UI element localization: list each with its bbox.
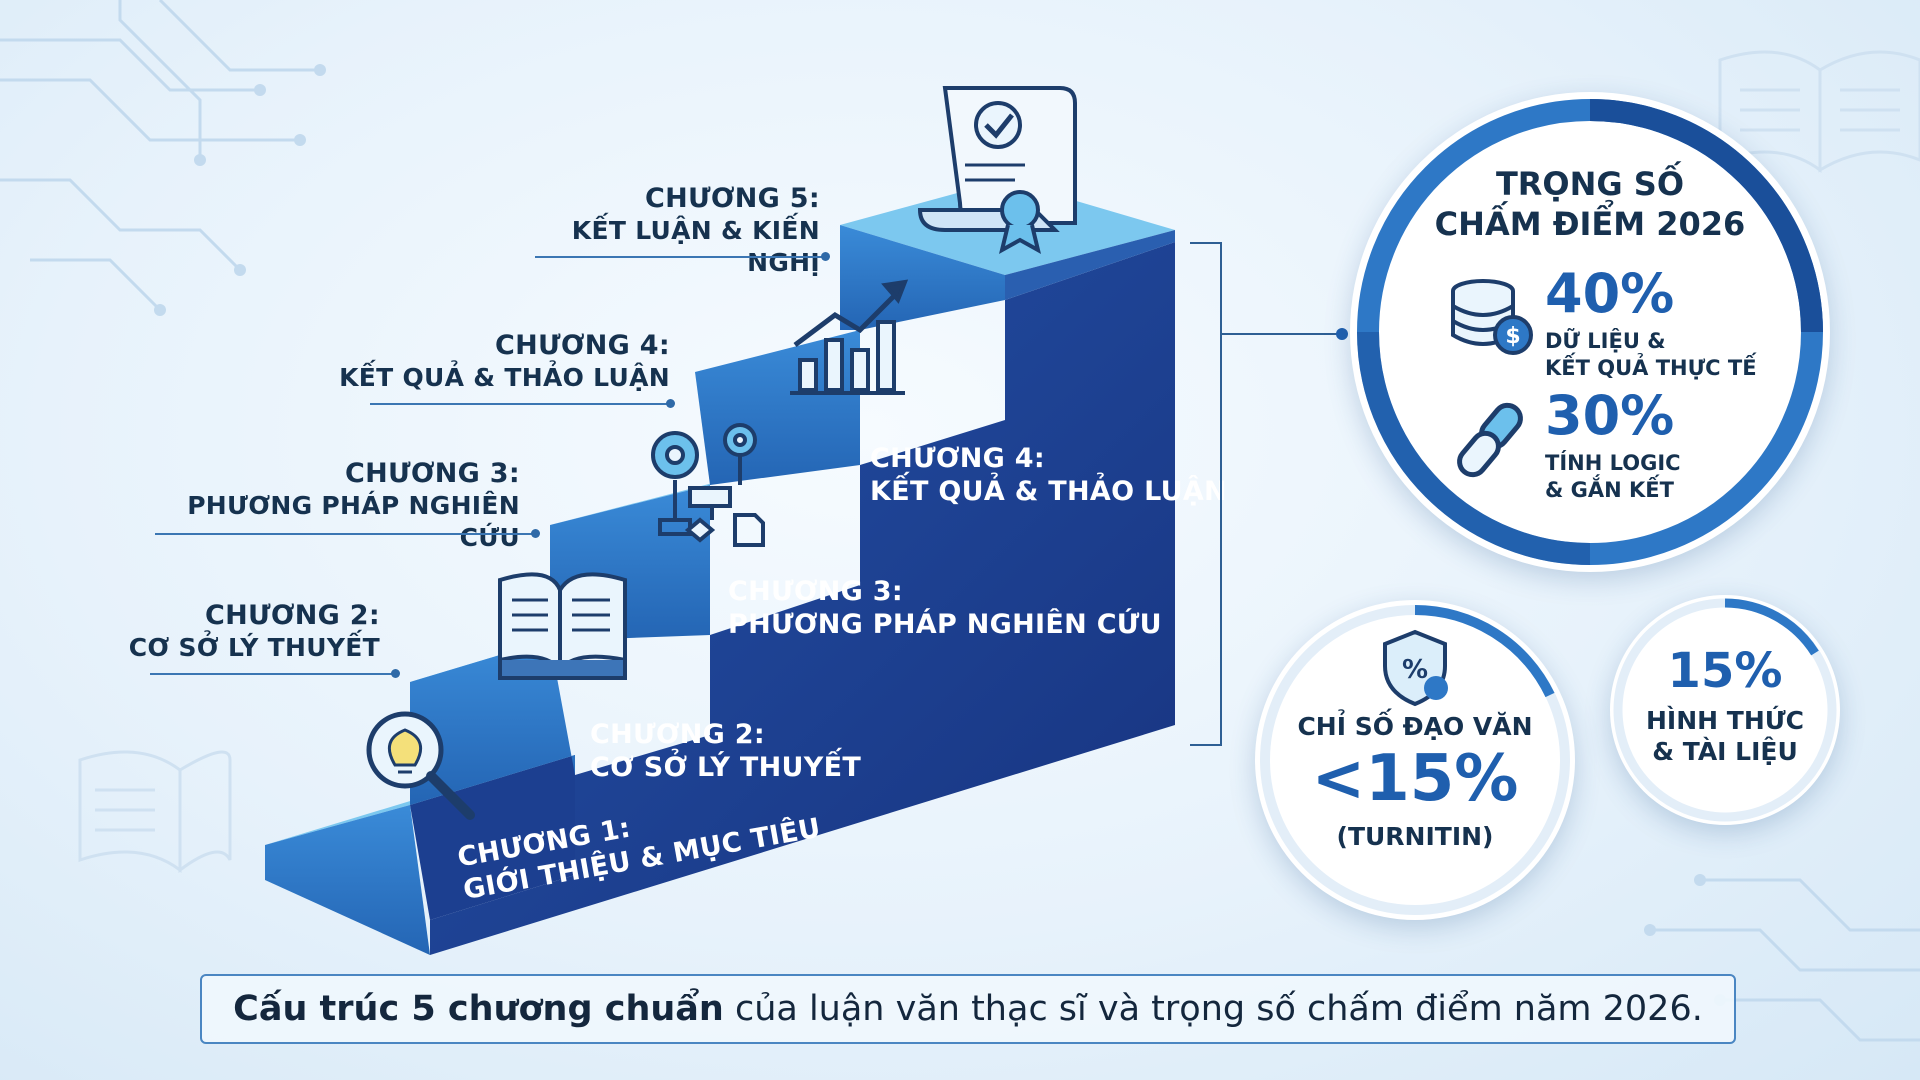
front-label-chapter-4: CHƯƠNG 4: KẾT QUẢ & THẢO LUẬN (870, 442, 1227, 508)
database-dollar-icon: $ (1451, 279, 1533, 355)
weight-line2: & GẮN KẾT (1545, 478, 1674, 502)
gears-flowchart-icon (651, 423, 765, 547)
front-label-chapter-3: CHƯƠNG 3: PHƯƠNG PHÁP NGHIÊN CỨU (728, 575, 1162, 641)
weighting-title: TRỌNG SỐ CHẤM ĐIỂM 2026 (1350, 164, 1830, 244)
svg-text:$: $ (1505, 324, 1520, 349)
chain-link-icon (1457, 402, 1523, 478)
side-label-chapter-3: CHƯƠNG 3: PHƯƠNG PHÁP NGHIÊN CỨU (130, 458, 520, 554)
weight-line2: KẾT QUẢ THỰC TẾ (1545, 356, 1757, 380)
weight-item-logic-percent: 30% (1545, 384, 1675, 447)
leader-line (535, 256, 825, 258)
leader-dot (821, 252, 830, 261)
chapter-title: PHƯƠNG PHÁP NGHIÊN CỨU (187, 491, 520, 552)
chapter-title: KẾT QUẢ & THẢO LUẬN (870, 476, 1227, 507)
plagiarism-value: <15% (1311, 742, 1519, 816)
lightbulb-magnifier-icon (366, 711, 475, 820)
chapter-number: CHƯƠNG 3: (345, 458, 520, 489)
connector-dot (1336, 328, 1348, 340)
weighting-title-line1: TRỌNG SỐ (1495, 165, 1685, 203)
step-2-front (410, 640, 575, 805)
chapter-title: KẾT QUẢ & THẢO LUẬN (339, 363, 670, 392)
weight-line1: TÍNH LOGIC (1545, 451, 1681, 475)
plagiarism-circle: % CHỈ SỐ ĐẠO VĂN <15% (TURNITIN) (1255, 600, 1575, 920)
chapter-number: CHƯƠNG 3: (728, 576, 903, 607)
weight-item-data-label: DỮ LIỆU & KẾT QUẢ THỰC TẾ (1545, 328, 1757, 382)
chapter-title: CƠ SỞ LÝ THUYẾT (128, 633, 380, 662)
weighting-circle: TRỌNG SỐ CHẤM ĐIỂM 2026 $ 40% DỮ LIỆU & … (1350, 92, 1830, 572)
chapter-number: CHƯƠNG 2: (590, 719, 765, 750)
leader-line (150, 673, 395, 675)
caption-bold: Cấu trúc 5 chương chuẩn (233, 989, 724, 1029)
chapter-title: KẾT LUẬN & KIẾN NGHỊ (571, 216, 820, 277)
weighting-ring (1357, 99, 1823, 565)
weighting-title-line2: CHẤM ĐIỂM 2026 (1434, 205, 1746, 243)
step-5-front (840, 225, 1005, 330)
connector-line (1220, 333, 1340, 335)
leader-line (370, 403, 670, 405)
chapter-title: PHƯƠNG PHÁP NGHIÊN CỨU (728, 609, 1162, 640)
faint-book-icon (78, 750, 232, 873)
chapter-number: CHƯƠNG 5: (645, 183, 820, 214)
chapter-number: CHƯƠNG 4: (495, 330, 670, 361)
plagiarism-label: CHỈ SỐ ĐẠO VĂN (1297, 712, 1533, 741)
grouping-bracket (1190, 242, 1222, 746)
leader-dot (531, 529, 540, 538)
staircase-side-wall (430, 242, 1175, 955)
chapter-title: CƠ SỞ LÝ THUYẾT (590, 752, 862, 783)
leader-dot (391, 669, 400, 678)
weight-line1: DỮ LIỆU & (1545, 329, 1666, 353)
caption-rest: của luận văn thạc sĩ và trọng số chấm đi… (723, 989, 1703, 1029)
format-line2: & TÀI LIỆU (1652, 737, 1798, 766)
leader-line (155, 533, 535, 535)
format-circle: 15% HÌNH THỨC & TÀI LIỆU (1610, 595, 1840, 825)
certificate-icon (917, 86, 1077, 254)
chapter-number: CHƯƠNG 4: (870, 443, 1045, 474)
format-line1: HÌNH THỨC (1646, 706, 1804, 735)
open-book-icon (498, 572, 627, 680)
side-label-chapter-5: CHƯƠNG 5: KẾT LUẬN & KIẾN NGHỊ (490, 183, 820, 279)
plagiarism-tool: (TURNITIN) (1336, 822, 1494, 851)
shield-percent-icon: % (1383, 629, 1448, 707)
plagiarism-ring (1260, 605, 1570, 915)
side-label-chapter-2: CHƯƠNG 2: CƠ SỞ LÝ THUYẾT (120, 600, 380, 664)
format-label: HÌNH THỨC & TÀI LIỆU (1610, 705, 1840, 767)
chapter-number: CHƯƠNG 2: (205, 600, 380, 631)
svg-text:%: % (1402, 655, 1428, 685)
growth-chart-icon (790, 279, 909, 395)
leader-dot (666, 399, 675, 408)
step-1-front (265, 805, 430, 955)
format-percent: 15% (1667, 643, 1783, 699)
front-label-chapter-2: CHƯƠNG 2: CƠ SỞ LÝ THUYẾT (590, 718, 861, 784)
side-label-chapter-4: CHƯƠNG 4: KẾT QUẢ & THẢO LUẬN (300, 330, 670, 394)
weight-item-data-percent: 40% (1545, 262, 1675, 325)
caption-bar: Cấu trúc 5 chương chuẩn của luận văn thạ… (200, 974, 1736, 1044)
format-ring (1613, 598, 1837, 822)
weight-item-logic-label: TÍNH LOGIC & GẮN KẾT (1545, 450, 1681, 504)
